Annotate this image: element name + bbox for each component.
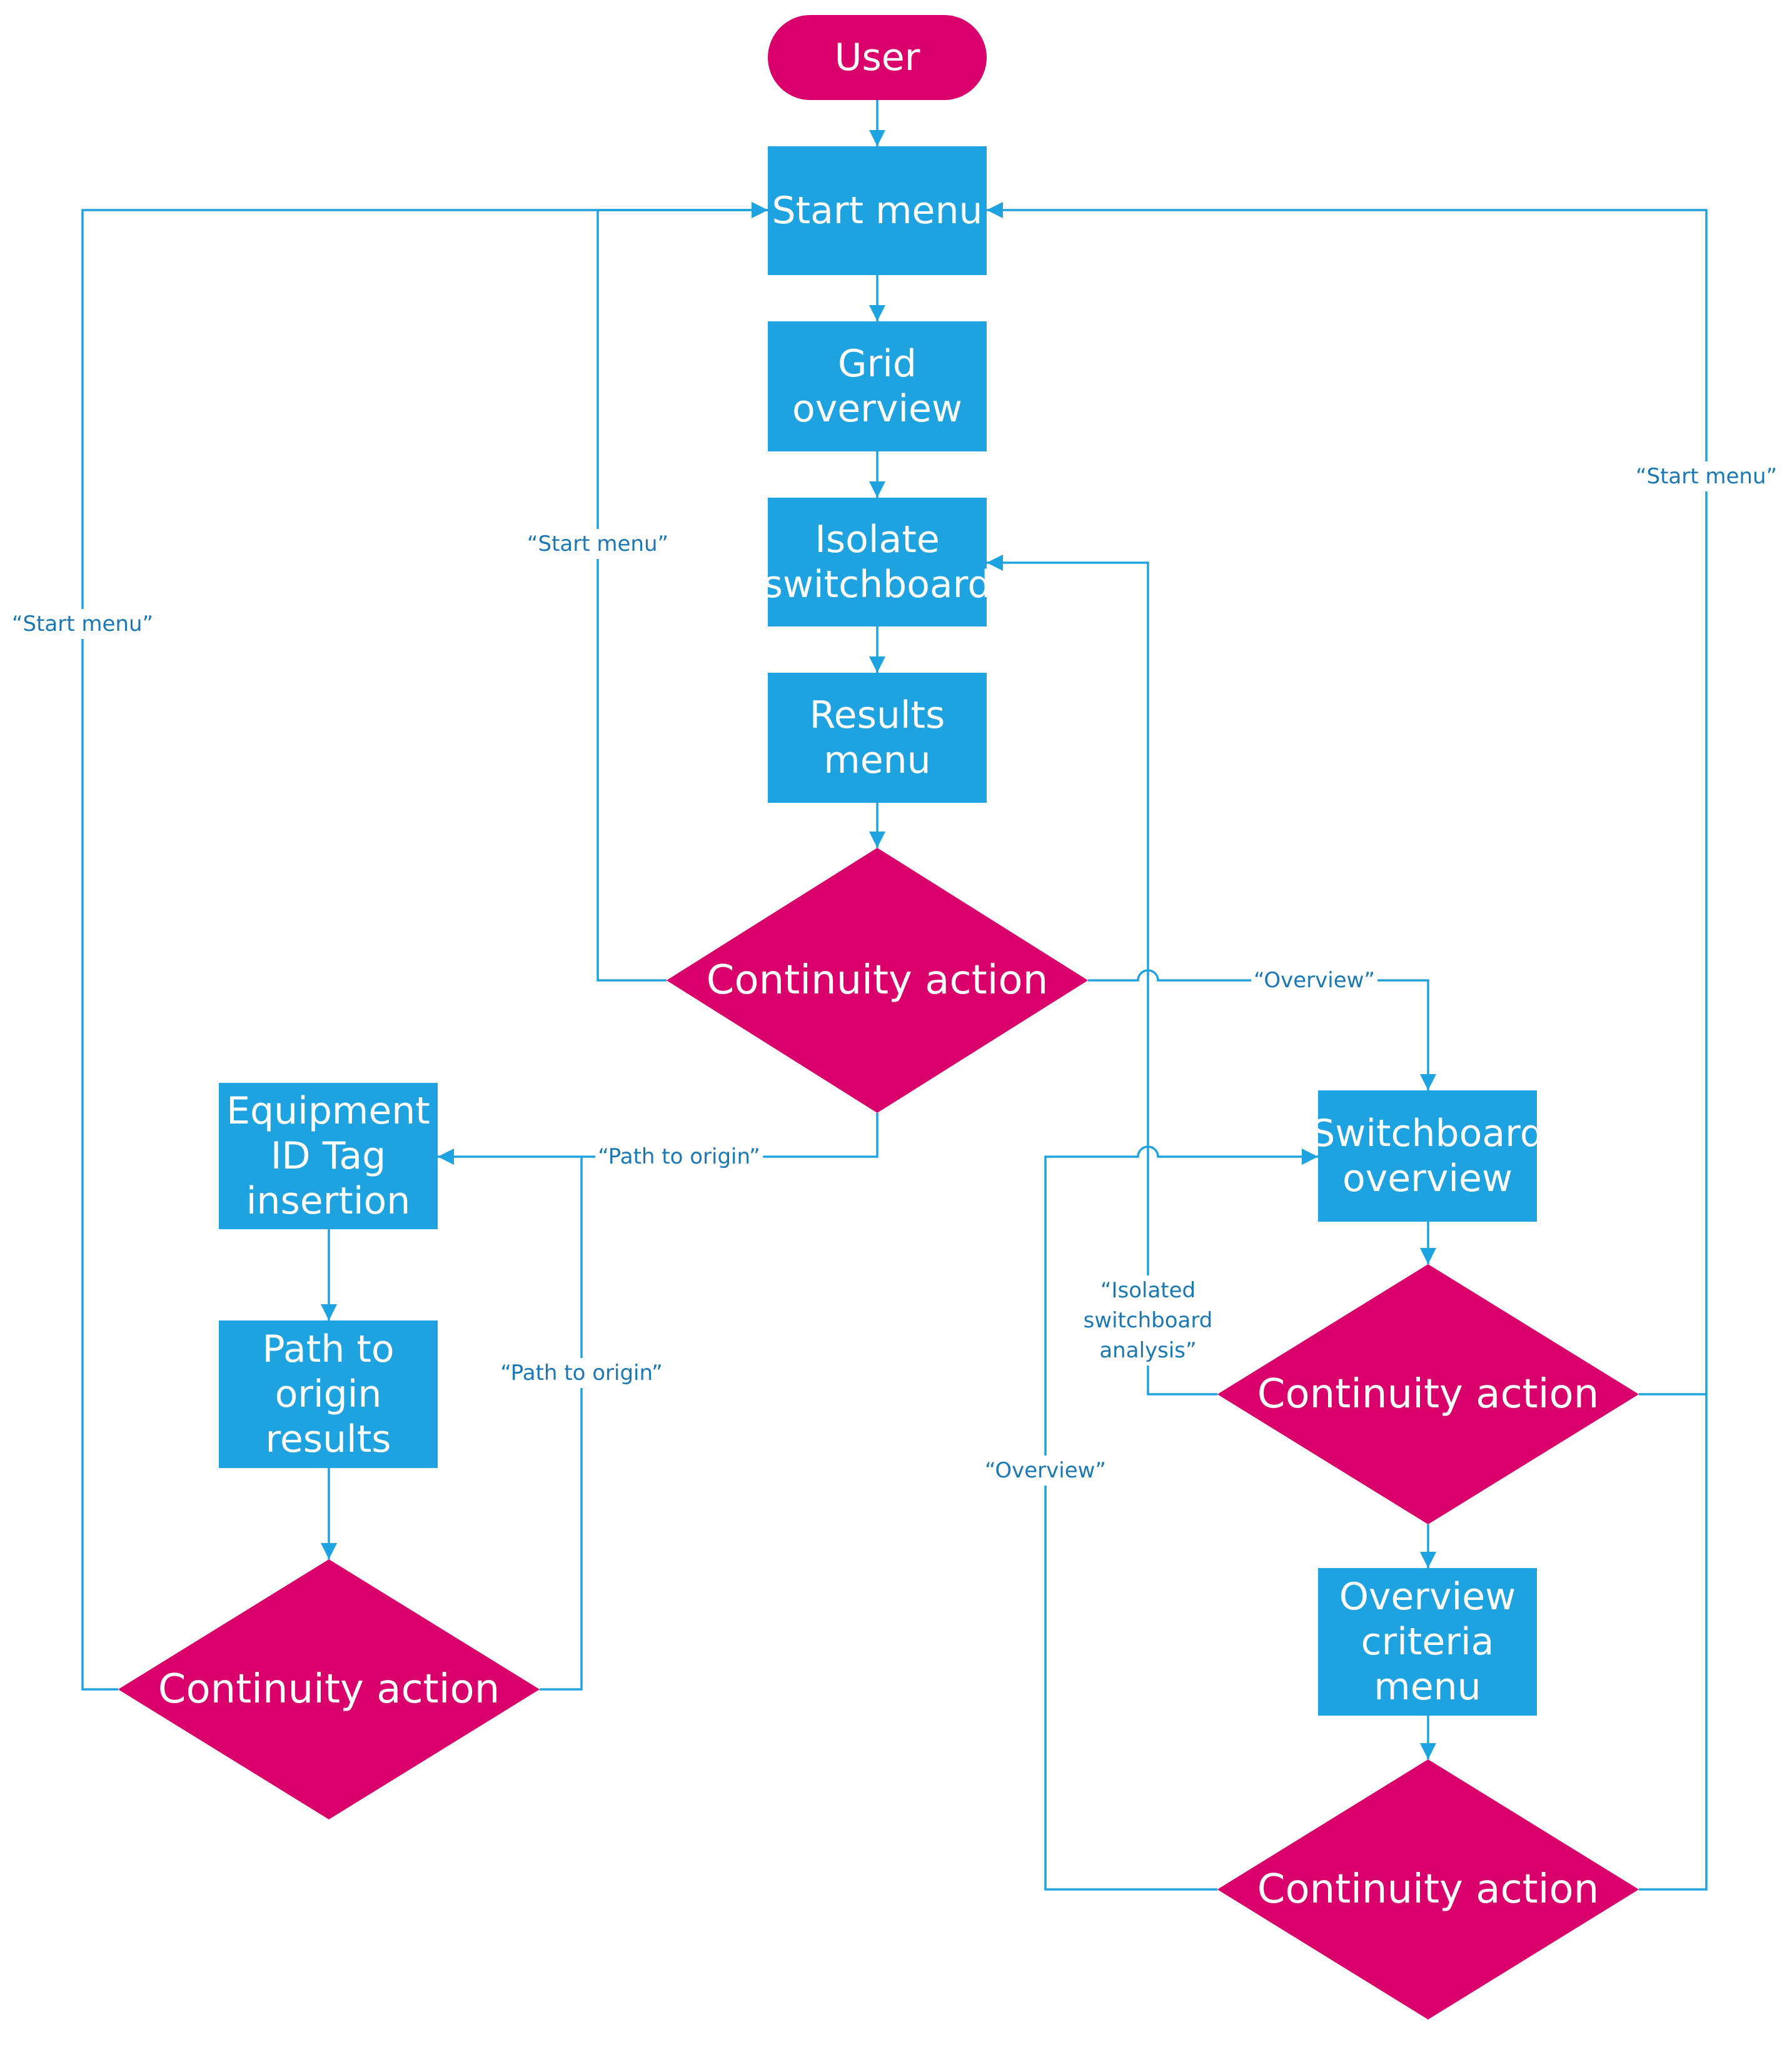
edge-label-path-to-origin-top: “Path to origin” — [595, 1142, 763, 1172]
path-results-line-2: origin — [274, 1372, 382, 1416]
isolate-switchboard-line-1: Isolate — [815, 518, 940, 561]
overview-criteria-line-1: Overview — [1339, 1575, 1516, 1619]
grid-overview-box: Grid overview — [768, 321, 987, 451]
equipment-id-line-2: ID Tag — [270, 1134, 386, 1178]
overview-criteria-line-2: criteria — [1361, 1620, 1494, 1664]
edge-label-path-to-origin-loop: “Path to origin” — [498, 1358, 665, 1388]
start-menu-label: Start menu — [772, 189, 983, 233]
path-results-box: Path to origin results — [219, 1320, 438, 1468]
path-results-line-3: results — [265, 1417, 391, 1461]
continuity-left-diamond — [118, 1559, 540, 1819]
switchboard-overview-line-1: Switchboard — [1311, 1112, 1544, 1155]
isolated-analysis-line-1: “Isolated — [1100, 1278, 1196, 1303]
edge-continuity-left-to-start — [81, 202, 768, 1691]
isolate-switchboard-line-2: switchboard — [763, 563, 992, 606]
path-results-line-1: Path to — [262, 1327, 395, 1371]
continuity-right-bottom-diamond — [1217, 1759, 1639, 2019]
edge-label-start-menu-far-left: “Start menu” — [9, 609, 156, 639]
edge-continuity-main-to-equipment — [438, 1113, 878, 1165]
grid-overview-line-2: overview — [792, 387, 962, 431]
isolated-analysis-line-2: switchboard — [1083, 1308, 1213, 1333]
isolated-analysis-line-3: analysis” — [1099, 1338, 1197, 1363]
edge-label-start-menu-right: “Start menu” — [1633, 461, 1780, 491]
edge-right-bottom-to-rail — [1639, 1394, 1708, 1891]
overview-criteria-box: Overview criteria menu — [1318, 1568, 1537, 1716]
switchboard-overview-box: Switchboard overview — [1311, 1090, 1544, 1222]
edge-label-start-menu-inner-left: “Start menu” — [524, 529, 672, 559]
edge-continuity-left-to-equipment — [540, 1157, 583, 1691]
equipment-id-box: Equipment ID Tag insertion — [219, 1083, 438, 1229]
results-menu-box: Results menu — [768, 673, 987, 803]
user-terminal: User — [768, 15, 987, 100]
results-menu-line-1: Results — [809, 693, 945, 737]
edge-overview-loop — [1044, 1145, 1318, 1891]
grid-overview-line-1: Grid — [838, 342, 917, 386]
edge-label-isolated-switchboard-analysis: “Isolated switchboard analysis” — [1080, 1275, 1216, 1366]
continuity-left-label: Continuity action — [158, 1666, 500, 1713]
start-menu-box: Start menu — [768, 146, 987, 275]
user-label: User — [834, 36, 920, 79]
edge-right-to-start — [987, 202, 1708, 1396]
equipment-id-line-3: insertion — [246, 1179, 411, 1223]
results-menu-line-2: menu — [823, 738, 931, 782]
continuity-right-mid-diamond — [1217, 1264, 1639, 1524]
continuity-right-bottom-label: Continuity action — [1257, 1866, 1599, 1913]
continuity-main-label: Continuity action — [706, 957, 1049, 1003]
isolate-switchboard-box: Isolate switchboard — [763, 498, 991, 626]
edge-label-overview-top: “Overview” — [1251, 965, 1378, 995]
continuity-right-mid-label: Continuity action — [1257, 1371, 1599, 1417]
continuity-main-diamond — [667, 848, 1088, 1113]
overview-criteria-line-3: menu — [1374, 1665, 1481, 1709]
edge-continuity-right-to-isolate — [987, 555, 1217, 1396]
equipment-id-line-1: Equipment — [226, 1089, 430, 1133]
edge-continuity-main-to-start — [596, 202, 768, 982]
edge-label-overview-loop: “Overview” — [982, 1456, 1109, 1486]
switchboard-overview-line-2: overview — [1342, 1157, 1513, 1200]
